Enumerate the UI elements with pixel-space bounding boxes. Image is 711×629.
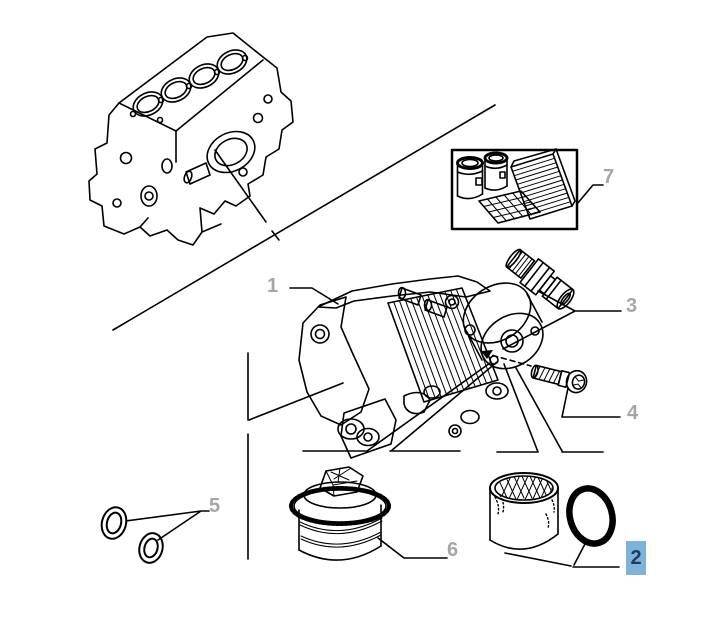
union-fitting — [505, 248, 575, 310]
callout-2-highlighted[interactable]: 2 — [626, 541, 646, 575]
filter-cap — [289, 466, 391, 561]
seal-rings — [100, 506, 164, 564]
oil-cooler-assembly — [298, 275, 544, 459]
leader-lines — [125, 184, 622, 568]
o-ring-seal — [566, 485, 616, 547]
callout-5[interactable]: 5 — [209, 495, 221, 517]
callout-7[interactable]: 7 — [603, 166, 615, 188]
filter-cartridge — [489, 472, 559, 550]
callout-3[interactable]: 3 — [626, 295, 638, 317]
callout-4[interactable]: 4 — [627, 402, 639, 424]
service-kit-box — [450, 148, 579, 231]
callout-6[interactable]: 6 — [447, 539, 459, 561]
callout-1[interactable]: 1 — [267, 275, 279, 297]
engine-block-drawing — [88, 32, 294, 246]
divider-lines — [112, 104, 496, 331]
mounting-bolt — [530, 364, 588, 394]
